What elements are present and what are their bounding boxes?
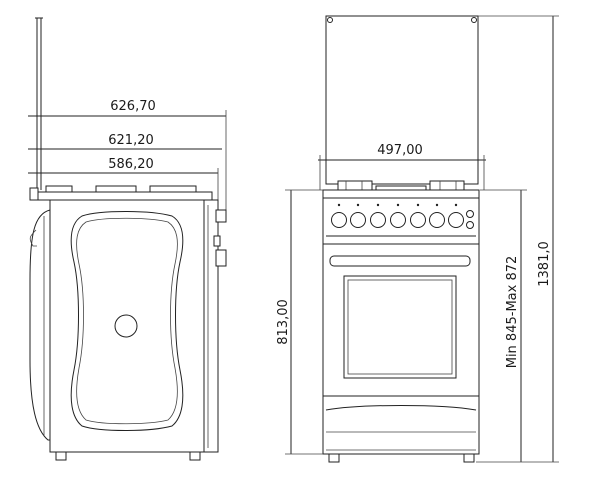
side-hinge bbox=[213, 235, 221, 247]
side-handle bbox=[215, 249, 227, 267]
front-oven-window bbox=[343, 275, 457, 379]
front-dimension-813: 813,00 bbox=[276, 189, 323, 455]
front-drawer bbox=[322, 395, 480, 455]
side-dimension-586: 586,20 bbox=[28, 157, 219, 200]
side-view: 626,70 621,20 586,20 bbox=[28, 17, 227, 461]
dimension-label-621: 621,20 bbox=[108, 133, 154, 148]
dimension-label-586: 586,20 bbox=[108, 157, 154, 172]
front-knobs bbox=[331, 210, 474, 229]
side-panel-button bbox=[114, 314, 138, 338]
dimension-label-813: 813,00 bbox=[276, 299, 291, 345]
front-dimension-497: 497,00 bbox=[318, 143, 486, 190]
side-dimension-621: 621,20 bbox=[28, 133, 222, 150]
front-view: 497,00 bbox=[276, 15, 559, 463]
dimension-label-626: 626,70 bbox=[110, 99, 156, 114]
dimension-label-1381: 1381,0 bbox=[537, 241, 552, 287]
side-dimension-626: 626,70 bbox=[28, 99, 227, 212]
front-dimension-1381: 1381,0 bbox=[478, 15, 559, 463]
front-lid bbox=[325, 15, 479, 185]
front-hob bbox=[322, 189, 480, 199]
front-dimension-845-872: Min 845-Max 872 bbox=[476, 189, 527, 463]
front-knob-indicators bbox=[337, 203, 458, 207]
front-foot-left bbox=[328, 453, 340, 463]
side-hob-plate bbox=[33, 191, 213, 201]
side-knob bbox=[215, 209, 227, 223]
front-door-handle bbox=[329, 255, 471, 267]
side-pan-supports bbox=[44, 185, 200, 193]
side-foot-front bbox=[189, 451, 201, 461]
side-foot-rear bbox=[55, 451, 67, 461]
side-rear-panel bbox=[29, 209, 51, 441]
side-panel-emboss bbox=[70, 211, 184, 431]
front-foot-right bbox=[463, 453, 475, 463]
dimension-label-497: 497,00 bbox=[377, 143, 423, 158]
dimension-label-845-872: Min 845-Max 872 bbox=[505, 256, 520, 369]
side-rear-bracket bbox=[29, 187, 39, 201]
